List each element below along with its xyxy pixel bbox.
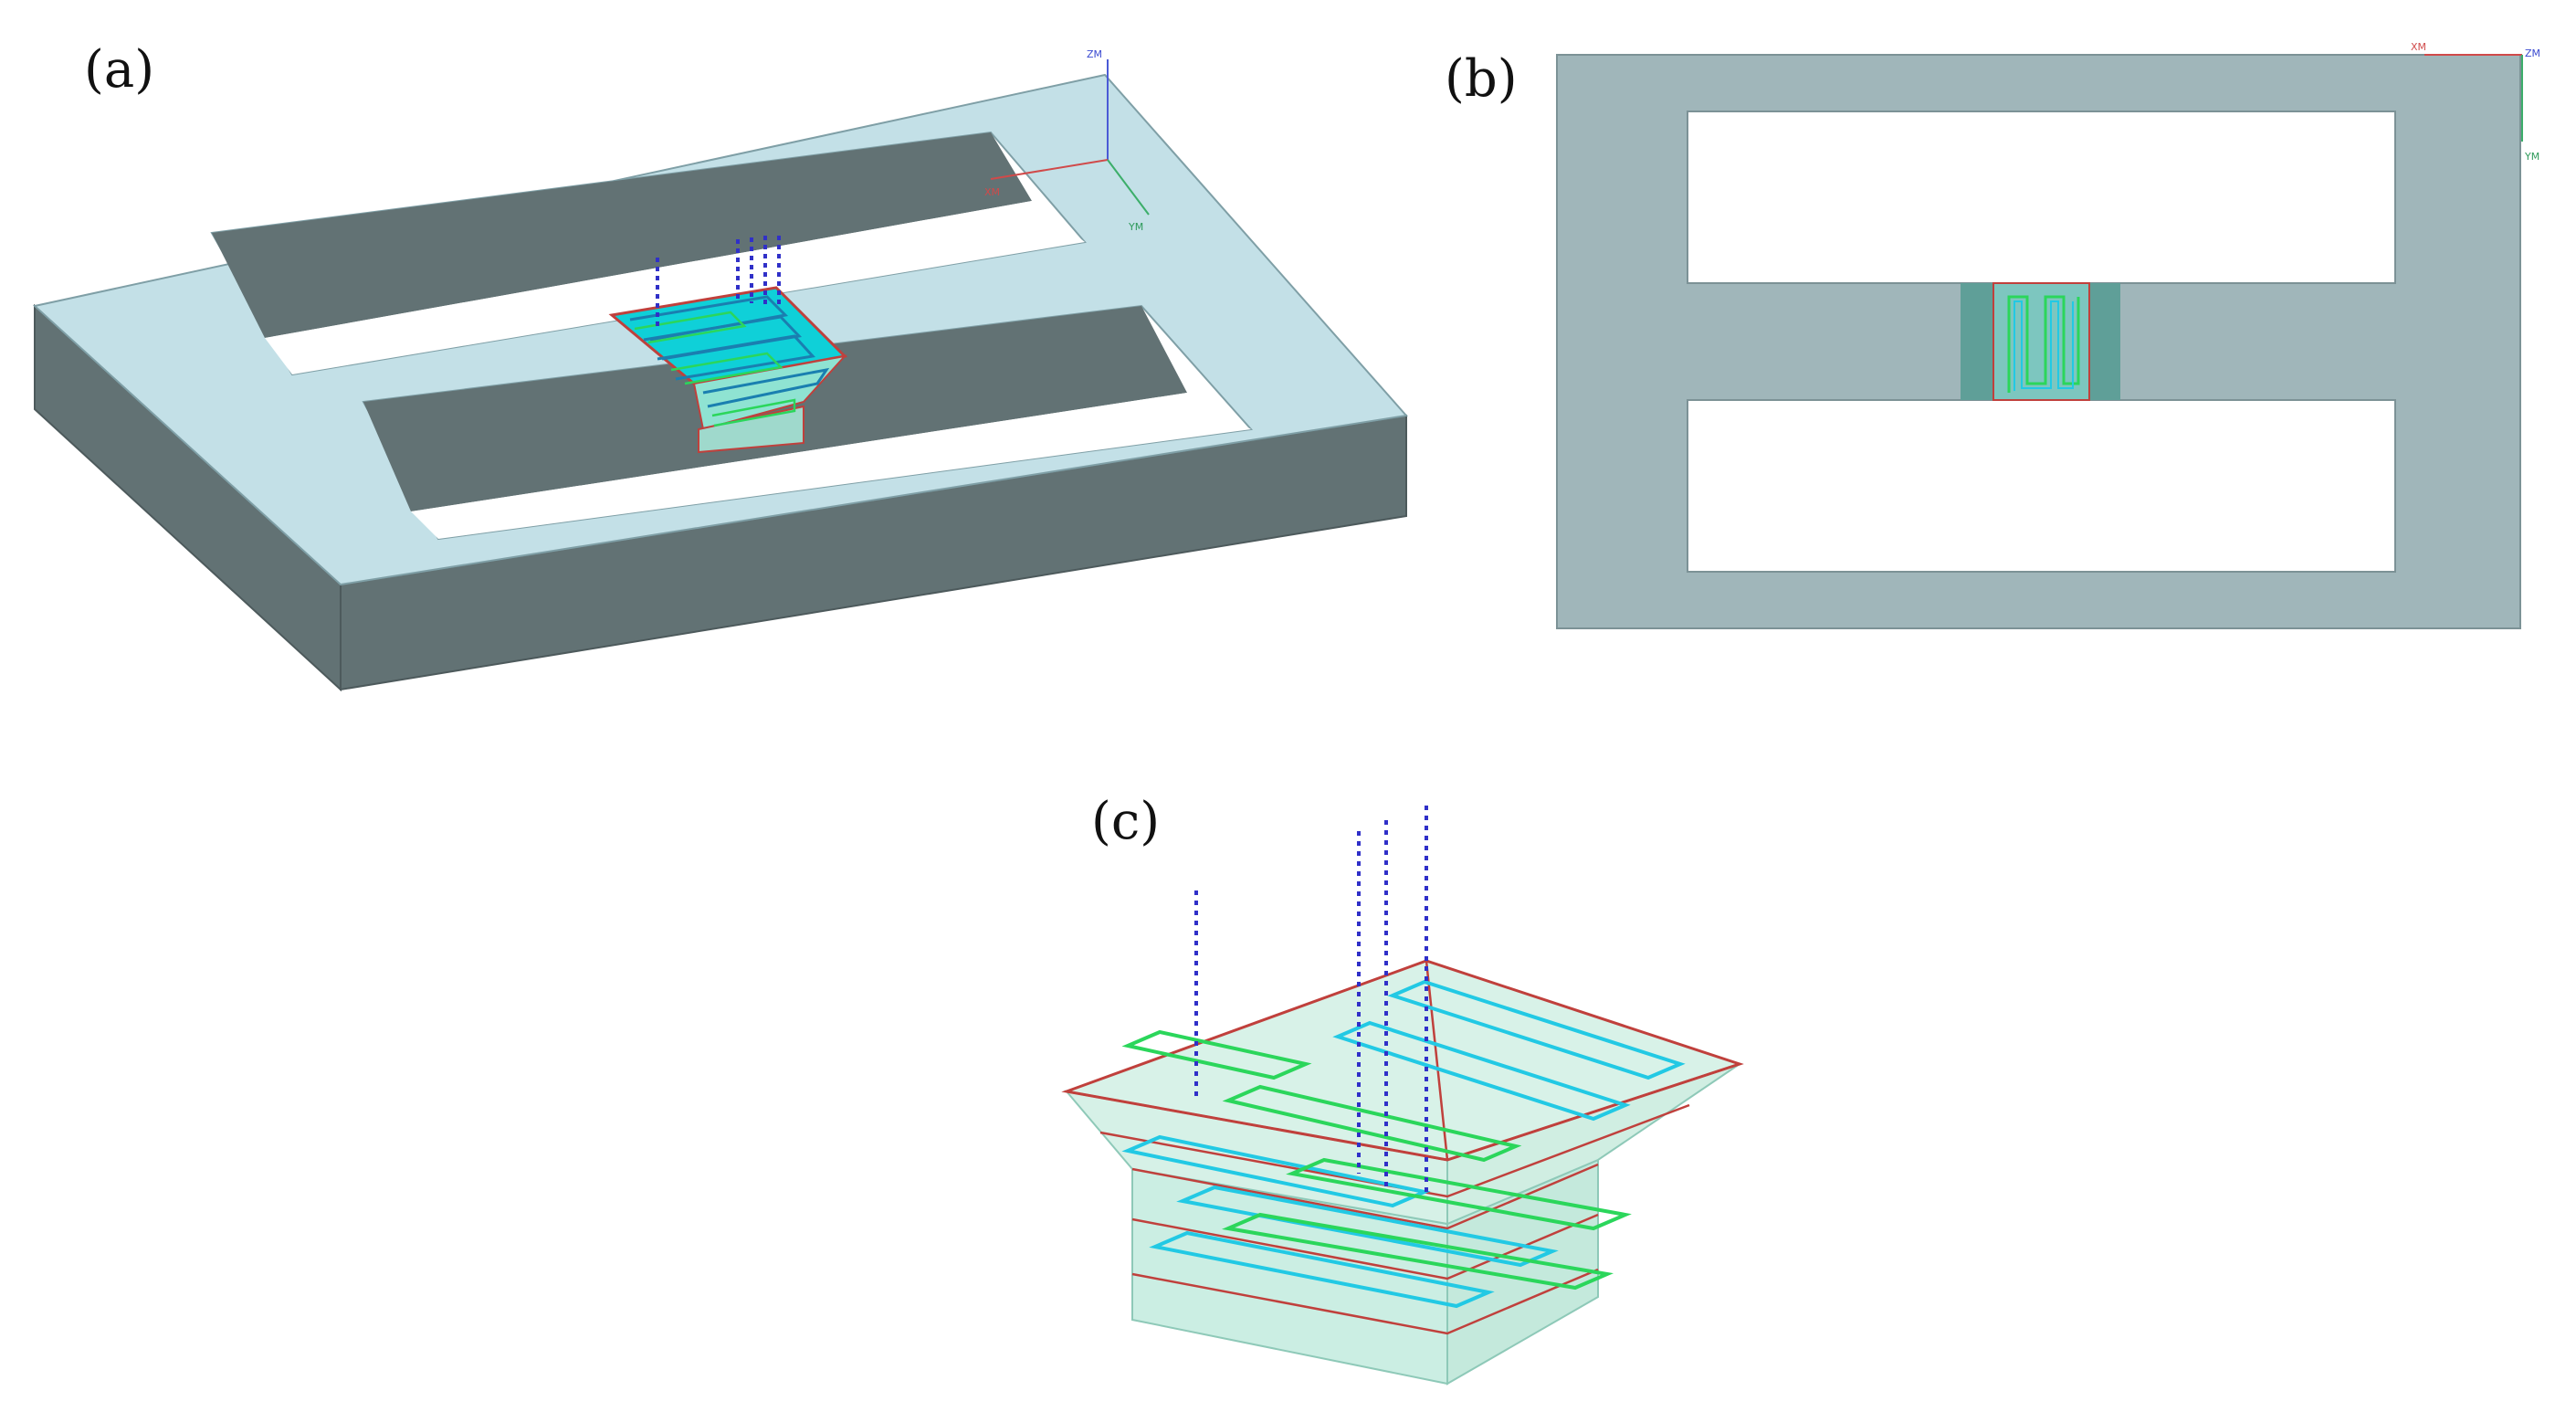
lower-opening-floor: [411, 393, 1251, 539]
upper-opening-floor: [265, 201, 1085, 374]
trace-green-3: [1286, 1157, 1632, 1231]
trace-green-4: [1221, 1212, 1614, 1291]
trace-loop-2: [1332, 1020, 1631, 1122]
panel-a-label: (a): [84, 40, 154, 100]
layer-outline-4: [1131, 1213, 1599, 1280]
trace-green-2: [1222, 1084, 1522, 1163]
panel-b: (b) XM ZM YM: [1445, 41, 2540, 629]
upper-opening-wall: [212, 132, 1032, 338]
panel-c: (c): [1061, 792, 1744, 1386]
sensor-chip-small: [608, 236, 848, 454]
sensor-chip-topview: [1961, 282, 2120, 401]
axis-triad-b: XM ZM YM: [2411, 41, 2540, 163]
trace-loop-1: [1387, 979, 1686, 1080]
panel-c-label: (c): [1091, 792, 1160, 851]
axis-triad-a: ZM XM YM: [984, 48, 1150, 233]
panel-b-label: (b): [1445, 49, 1518, 109]
layer-outline-3: [1131, 1163, 1599, 1230]
trace-loop-4: [1176, 1185, 1559, 1268]
axis-z-label-a: ZM: [1087, 48, 1102, 60]
lower-window: [1687, 399, 2396, 573]
trace-loop-3: [1121, 1134, 1431, 1208]
panel-a: (a): [32, 40, 1408, 692]
layer-outline-2: [1099, 1103, 1690, 1198]
axis-y-label-b: YM: [2524, 151, 2539, 163]
axis-z-label-b: ZM: [2525, 47, 2540, 59]
layer-outline-5: [1131, 1268, 1599, 1335]
axis-x-label-a: XM: [984, 186, 1000, 198]
upper-window: [1687, 111, 2396, 284]
trace-loop-5: [1149, 1230, 1495, 1309]
trace-green-1: [1121, 1029, 1312, 1080]
axis-y-label-a: YM: [1128, 221, 1143, 233]
axis-x-label-b: XM: [2411, 41, 2426, 53]
